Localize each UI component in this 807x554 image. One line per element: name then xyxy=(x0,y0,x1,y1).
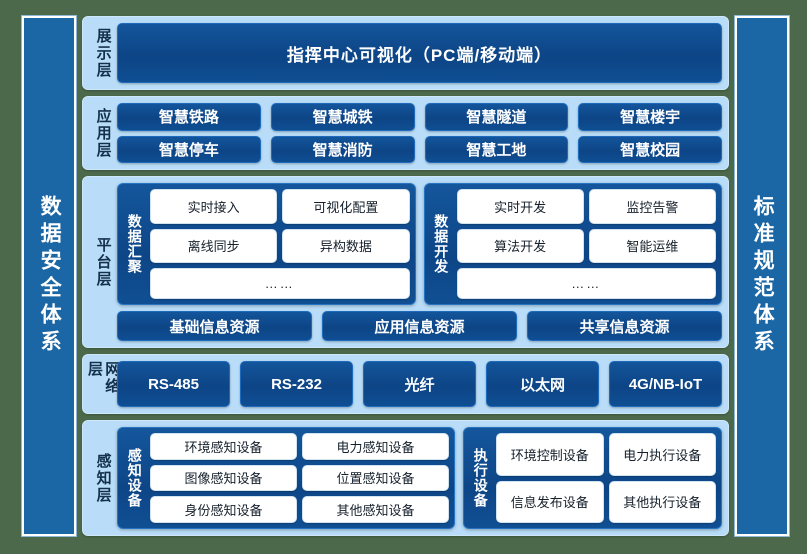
data-aggregation-items: 实时接入 可视化配置 离线同步 异构数据 …… xyxy=(150,189,410,299)
layer-application: 应用层 智慧铁路 智慧城铁 智慧隧道 智慧楼宇 智慧停车 智慧消防 智慧工地 智… xyxy=(82,96,729,170)
layer-platform: 平台层 数据汇聚 实时接入 可视化配置 离线同步 异构数据 …… xyxy=(82,176,729,348)
platform-body: 数据汇聚 实时接入 可视化配置 离线同步 异构数据 …… 数据开发 实时开发 xyxy=(117,183,722,341)
chip-environment-control-device[interactable]: 环境控制设备 xyxy=(496,433,604,476)
resource-shared-information[interactable]: 共享信息资源 xyxy=(527,311,722,341)
network-row: RS-485 RS-232 光纤 以太网 4G/NB-IoT xyxy=(117,361,722,407)
sensing-device-items: 环境感知设备 电力感知设备 图像感知设备 位置感知设备 身份感知设备 其他感知设… xyxy=(150,433,450,523)
layer-stack: 展示层 指挥中心可视化（PC端/移动端） 应用层 智慧铁路 智慧城铁 智慧隧道 … xyxy=(82,16,729,536)
network-item-rs485[interactable]: RS-485 xyxy=(117,361,230,407)
chip-information-release-device[interactable]: 信息发布设备 xyxy=(496,480,604,523)
chip-image-sensing-device[interactable]: 图像感知设备 xyxy=(150,464,297,492)
chip-other-sensing-device[interactable]: 其他感知设备 xyxy=(302,496,450,523)
group-label-actuator-devices: 执行设备 xyxy=(472,448,489,508)
layer-label-application: 应用层 xyxy=(94,107,112,159)
chip-location-sensing-device[interactable]: 位置感知设备 xyxy=(302,464,450,492)
chip-data-development-more[interactable]: …… xyxy=(456,268,716,299)
app-item-smart-fire[interactable]: 智慧消防 xyxy=(270,135,415,163)
application-grid: 智慧铁路 智慧城铁 智慧隧道 智慧楼宇 智慧停车 智慧消防 智慧工地 智慧校园 xyxy=(117,103,722,163)
network-item-4g-nbiot[interactable]: 4G/NB-IoT xyxy=(609,361,722,407)
group-actuator-devices: 执行设备 环境控制设备 电力执行设备 信息发布设备 其他执行设备 xyxy=(463,427,722,529)
command-center-visualization-block[interactable]: 指挥中心可视化（PC端/移动端） xyxy=(117,23,722,83)
layer-label-network: 网络层 xyxy=(86,361,121,395)
chip-realtime-ingestion[interactable]: 实时接入 xyxy=(150,189,278,224)
layer-label-perception: 感知层 xyxy=(94,452,112,504)
layer-network: 网络层 RS-485 RS-232 光纤 以太网 4G/NB-IoT xyxy=(82,354,729,414)
chip-other-actuator-device[interactable]: 其他执行设备 xyxy=(608,480,716,523)
group-data-aggregation: 数据汇聚 实时接入 可视化配置 离线同步 异构数据 …… xyxy=(117,183,416,305)
network-item-fiber[interactable]: 光纤 xyxy=(363,361,476,407)
network-item-ethernet[interactable]: 以太网 xyxy=(486,361,599,407)
perception-body: 感知设备 环境感知设备 电力感知设备 图像感知设备 位置感知设备 身份感知设备 … xyxy=(117,427,722,529)
app-item-smart-parking[interactable]: 智慧停车 xyxy=(117,135,261,163)
chip-monitoring-alarm[interactable]: 监控告警 xyxy=(588,189,716,224)
chip-identity-sensing-device[interactable]: 身份感知设备 xyxy=(150,496,297,523)
app-item-smart-building[interactable]: 智慧楼宇 xyxy=(578,103,722,131)
chip-power-sensing-device[interactable]: 电力感知设备 xyxy=(302,433,450,460)
app-item-smart-metro[interactable]: 智慧城铁 xyxy=(270,103,415,131)
app-item-smart-tunnel[interactable]: 智慧隧道 xyxy=(424,103,569,131)
chip-heterogeneous-data[interactable]: 异构数据 xyxy=(282,228,410,264)
layer-label-platform: 平台层 xyxy=(94,236,112,288)
chip-realtime-development[interactable]: 实时开发 xyxy=(456,189,584,224)
group-sensing-devices: 感知设备 环境感知设备 电力感知设备 图像感知设备 位置感知设备 身份感知设备 … xyxy=(117,427,456,529)
group-label-data-development: 数据开发 xyxy=(433,214,450,274)
layer-label-presentation: 展示层 xyxy=(94,27,112,79)
group-data-development: 数据开发 实时开发 监控告警 算法开发 智能运维 …… xyxy=(423,183,722,305)
resource-basic-information[interactable]: 基础信息资源 xyxy=(117,311,312,341)
left-pillar-data-security: 数据安全体系 xyxy=(22,16,76,536)
layer-perception: 感知层 感知设备 环境感知设备 电力感知设备 图像感知设备 位置感知设备 身份感… xyxy=(82,420,729,536)
application-body: 智慧铁路 智慧城铁 智慧隧道 智慧楼宇 智慧停车 智慧消防 智慧工地 智慧校园 xyxy=(117,103,722,163)
chip-power-actuator-device[interactable]: 电力执行设备 xyxy=(608,433,716,476)
chip-data-aggregation-more[interactable]: …… xyxy=(150,268,410,299)
app-item-smart-campus[interactable]: 智慧校园 xyxy=(578,135,722,163)
network-item-rs232[interactable]: RS-232 xyxy=(240,361,353,407)
presentation-body: 指挥中心可视化（PC端/移动端） xyxy=(117,23,722,83)
chip-visual-configuration[interactable]: 可视化配置 xyxy=(282,189,410,224)
platform-groups: 数据汇聚 实时接入 可视化配置 离线同步 异构数据 …… 数据开发 实时开发 xyxy=(117,183,722,305)
chip-offline-sync[interactable]: 离线同步 xyxy=(150,228,278,264)
data-development-items: 实时开发 监控告警 算法开发 智能运维 …… xyxy=(456,189,716,299)
app-item-smart-worksite[interactable]: 智慧工地 xyxy=(424,135,569,163)
chip-intelligent-ops[interactable]: 智能运维 xyxy=(588,228,716,264)
right-pillar-standards-system: 标准规范体系 xyxy=(735,16,789,536)
resource-application-information[interactable]: 应用信息资源 xyxy=(322,311,517,341)
group-label-data-aggregation: 数据汇聚 xyxy=(126,214,143,274)
chip-algorithm-development[interactable]: 算法开发 xyxy=(456,228,584,264)
layer-presentation: 展示层 指挥中心可视化（PC端/移动端） xyxy=(82,16,729,90)
app-item-smart-railway[interactable]: 智慧铁路 xyxy=(117,103,261,131)
network-body: RS-485 RS-232 光纤 以太网 4G/NB-IoT xyxy=(117,361,722,407)
chip-environment-sensing-device[interactable]: 环境感知设备 xyxy=(150,433,297,460)
group-label-sensing-devices: 感知设备 xyxy=(126,448,143,508)
actuator-device-items: 环境控制设备 电力执行设备 信息发布设备 其他执行设备 xyxy=(496,433,716,523)
perception-groups: 感知设备 环境感知设备 电力感知设备 图像感知设备 位置感知设备 身份感知设备 … xyxy=(117,427,722,529)
information-resource-row: 基础信息资源 应用信息资源 共享信息资源 xyxy=(117,311,722,341)
